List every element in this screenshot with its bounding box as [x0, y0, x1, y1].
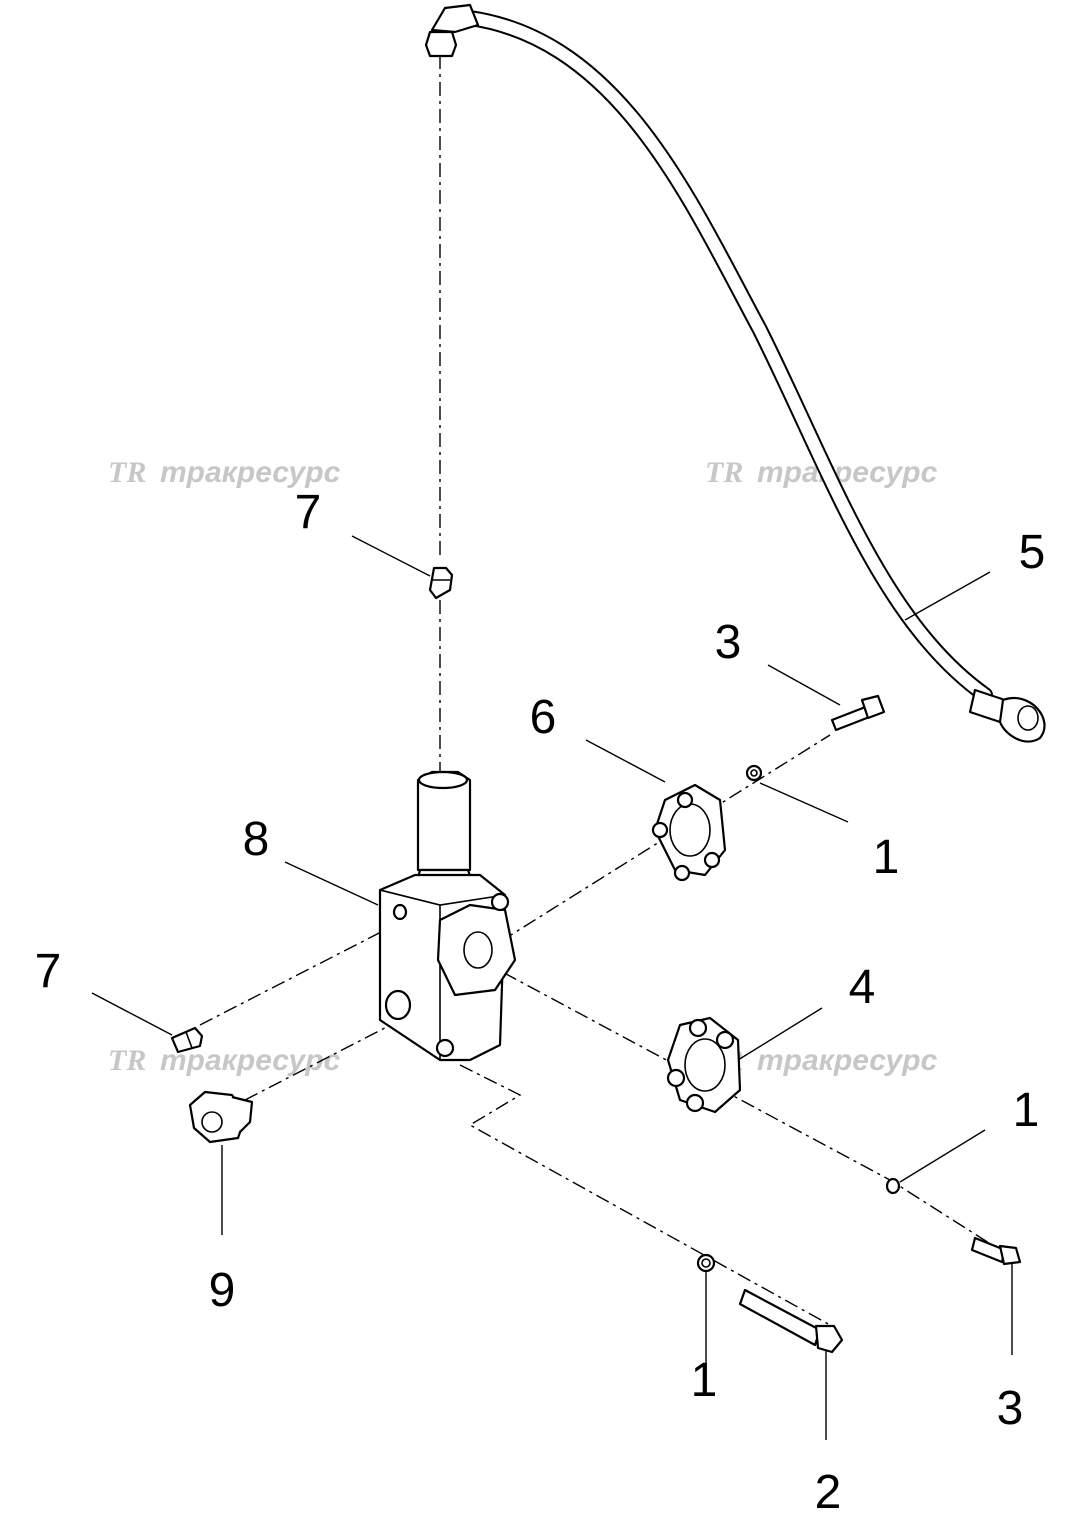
bolt-2: [738, 1288, 844, 1354]
callout-1-bottom: 1: [691, 1354, 718, 1407]
fitting-7-top: [428, 566, 454, 600]
svg-text:тракресурс: тракресурс: [757, 1044, 938, 1077]
callout-8: 8: [243, 813, 270, 866]
assembly-axes: [199, 55, 1001, 1326]
svg-text:TR: TR: [705, 456, 743, 489]
callout-7-top: 7: [295, 486, 322, 539]
fitting-7-left: [170, 1026, 204, 1054]
watermark-top-right: TR тракресурс: [705, 456, 938, 489]
svg-text:TR: TR: [108, 1044, 146, 1077]
svg-text:тракресурс: тракресурс: [160, 456, 341, 489]
callout-6: 6: [530, 691, 557, 744]
callout-9: 9: [209, 1264, 236, 1317]
callout-4: 4: [849, 961, 876, 1014]
valve-body-8: [378, 770, 517, 1062]
watermark-mid-left: TR тракресурс: [108, 1044, 341, 1077]
callout-1-top: 1: [873, 831, 900, 884]
svg-text:тракресурс: тракресурс: [757, 456, 938, 489]
svg-text:TR: TR: [108, 456, 146, 489]
hose-assembly: [424, 3, 1046, 743]
flange-4: [666, 1016, 742, 1114]
callout-7-left: 7: [35, 945, 62, 998]
callout-3-top: 3: [715, 616, 742, 669]
callout-5: 5: [1019, 526, 1046, 579]
watermark-top-left: TR тракресурс: [108, 456, 341, 489]
callout-2: 2: [815, 1466, 842, 1519]
bolt-3-top: [830, 694, 886, 732]
washer-1-right: [885, 1177, 901, 1195]
flange-6: [651, 783, 727, 882]
washer-1-top: [745, 764, 763, 782]
washer-1-bottom: [696, 1253, 716, 1273]
bolt-3-bottom: [970, 1236, 1022, 1266]
plug-9: [188, 1090, 254, 1144]
callout-3-bottom: 3: [997, 1382, 1024, 1435]
callout-1-right: 1: [1013, 1084, 1040, 1137]
leader-lines: [91, 535, 1013, 1440]
callouts: 7 5 3 6 8 1 7 4 1 9 1 3 2: [35, 486, 1046, 1519]
